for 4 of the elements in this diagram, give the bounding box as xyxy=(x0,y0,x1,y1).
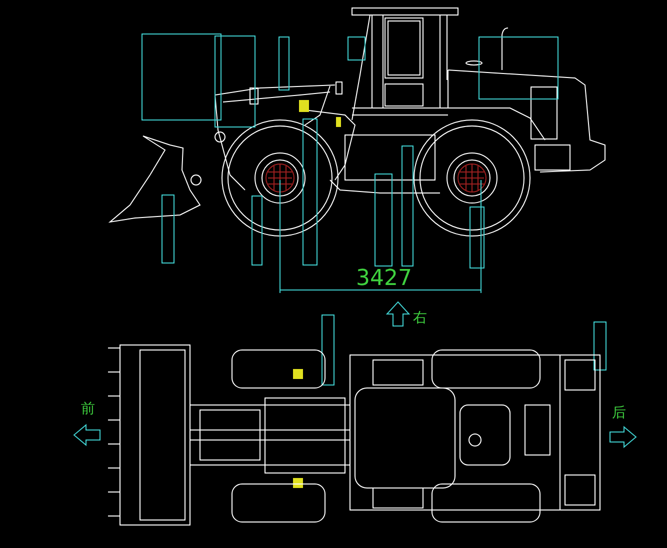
direction-label: 右 xyxy=(413,311,427,325)
dimension-value: 3427 xyxy=(356,268,412,290)
direction-label: 后 xyxy=(612,406,626,420)
direction-label: 前 xyxy=(81,402,95,416)
